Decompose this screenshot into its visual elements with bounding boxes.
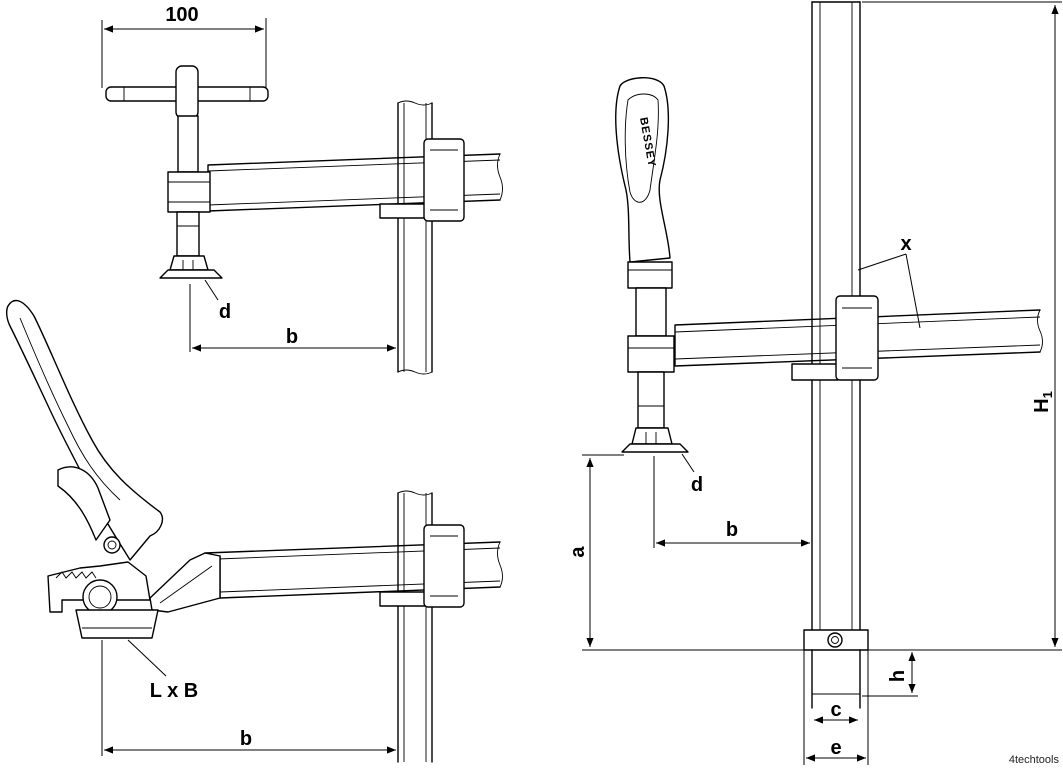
- label-h1-sub: 1: [1040, 391, 1055, 398]
- dim-b-bottom: b: [101, 640, 396, 756]
- label-h: h: [887, 670, 909, 682]
- dim-h: h: [862, 652, 918, 697]
- grip-handle: BESSEY: [615, 77, 673, 289]
- dim-100: 100: [101, 4, 267, 88]
- dim-h1: H1: [862, 1, 1062, 647]
- credit-text: 4techtools: [1008, 754, 1059, 766]
- label-d-right: d: [691, 474, 703, 496]
- post-socket: [803, 629, 869, 709]
- label-c: c: [830, 699, 841, 721]
- arm-top-left: [207, 138, 503, 222]
- arm-right: [674, 295, 1043, 381]
- label-h1: H: [1031, 398, 1053, 412]
- label-e: e: [830, 737, 841, 759]
- dim-b-right: b: [653, 456, 810, 548]
- arm-bottom-left: [204, 524, 503, 608]
- lever-clamp-view: L x B b: [5, 299, 503, 763]
- t-handle-clamp-view: 100 d b: [101, 4, 503, 375]
- spindle-top-left: [105, 65, 269, 279]
- label-a: a: [567, 546, 589, 558]
- svg-text:H1: H1: [1031, 391, 1055, 413]
- label-b-top: b: [286, 326, 298, 348]
- dim-b-top: b: [189, 284, 396, 352]
- label-b-right: b: [726, 519, 738, 541]
- label-b-bottom: b: [240, 728, 252, 750]
- label-d-top: d: [219, 301, 231, 323]
- dim-c: c: [814, 699, 858, 724]
- label-lxb: L x B: [150, 680, 199, 702]
- screw-clamp-post-view: BESSEY x d b: [567, 1, 1062, 765]
- dim-a: a: [567, 454, 1062, 651]
- dim-e: e: [803, 650, 869, 765]
- spindle-right: [621, 287, 689, 453]
- label-x: x: [900, 233, 911, 255]
- label-100: 100: [165, 4, 198, 26]
